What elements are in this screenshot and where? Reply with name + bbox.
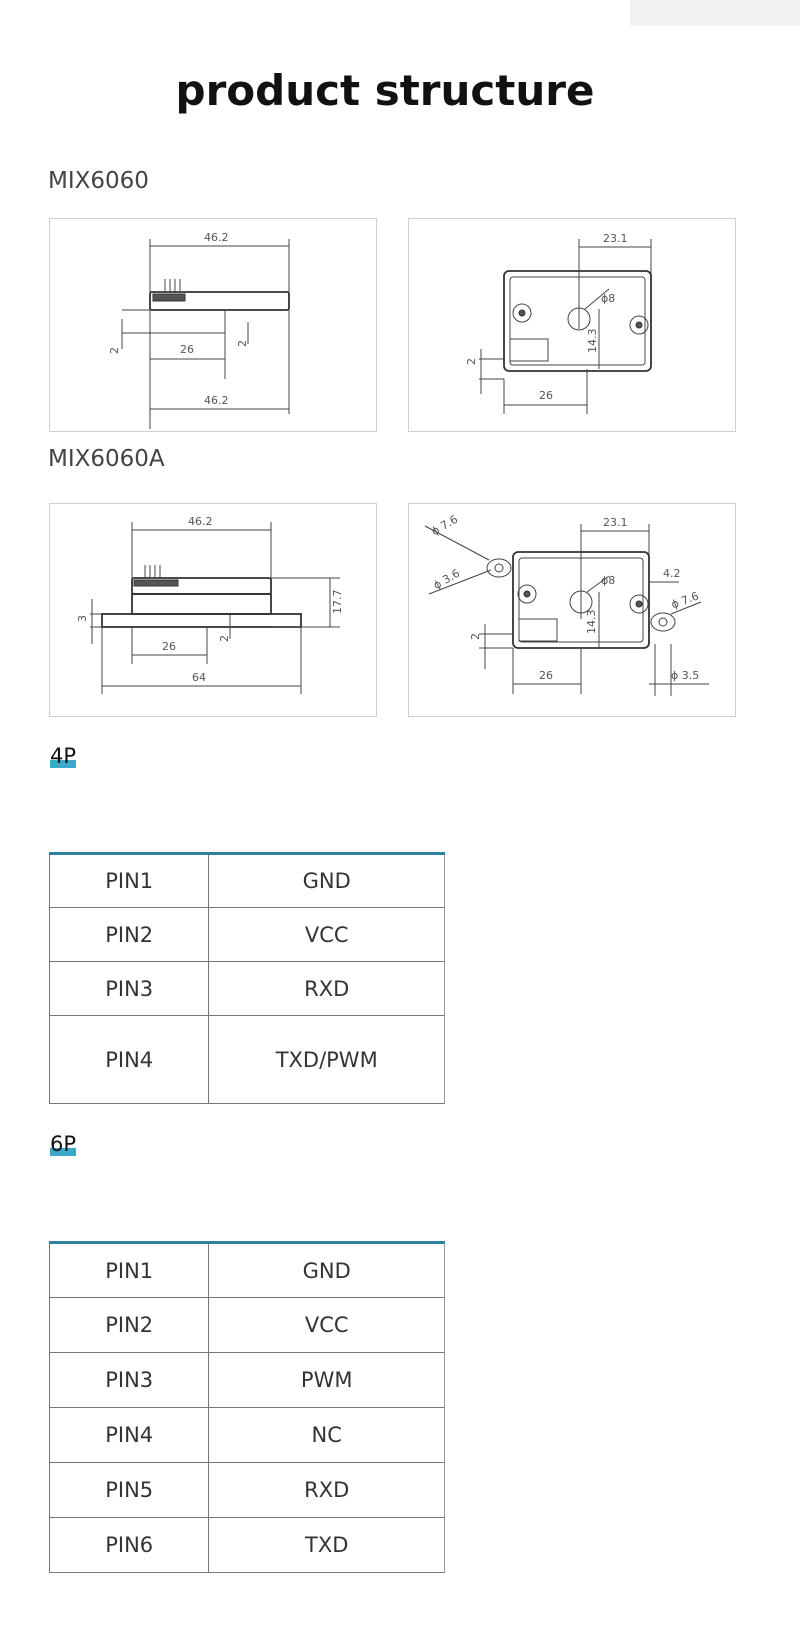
signal-cell: RXD [208,961,445,1016]
model-name-mix6060: MIX6060 [48,168,149,194]
mix6060-side-h2: 2 [236,340,249,347]
mix6060-front-h-dim: 26 [539,389,553,402]
signal-cell: GND [208,852,445,908]
signal-cell: VCC [208,1297,445,1353]
model-name-mix6060a: MIX6060A [48,446,165,472]
pin-table-6p: PIN1 GND PIN2 VCC PIN3 PWM PIN4 NC PIN5 … [48,1241,445,1573]
signal-cell: GND [208,1241,445,1298]
mix6060-side-h1: 2 [108,347,121,354]
pin-cell: PIN1 [48,852,210,908]
mix6060a-front-h1: 2 [469,633,482,640]
page-title: product structure [175,66,595,115]
mix6060a-side-drawing: 46.2 17.7 3 2 26 64 [49,503,377,717]
table-row: PIN4 TXD/PWM [48,1015,445,1104]
mix6060a-side-h1: 3 [76,615,89,622]
mix6060a-front-h-dim: 26 [539,669,553,682]
table-row: PIN3 PWM [48,1352,445,1408]
pin-cell: PIN4 [48,1407,210,1463]
pin-cell: PIN5 [48,1462,210,1518]
mix6060-front-drawing: 23.1 ϕ8 14.3 26 2 [408,218,736,432]
pin-cell: PIN6 [48,1517,210,1573]
mix6060a-side-mid-dim: 26 [162,640,176,653]
table-row: PIN5 RXD [48,1462,445,1518]
mix6060-side-drawing: 46.2 2 2 26 46.2 [49,218,377,432]
mix6060-side-bottom-dim: 46.2 [204,394,229,407]
table-row: PIN1 GND [48,1241,445,1298]
pin-cell: PIN1 [48,1241,210,1298]
mix6060a-side-v-dim: 17.7 [331,590,344,615]
mix6060a-side-top-dim: 46.2 [188,515,213,528]
table-row: PIN2 VCC [48,907,445,962]
table-row: PIN6 TXD [48,1517,445,1573]
mix6060-front-h1: 2 [465,358,478,365]
mix6060a-front-ear1: ϕ 7.6 [429,513,460,538]
mix6060a-front-v-dim: 14.3 [585,610,598,635]
mix6060a-front-top-dim: 23.1 [603,516,628,529]
top-bar [630,0,800,26]
mix6060a-front-r1: 4.2 [663,567,681,580]
mix6060-side-top-dim: 46.2 [204,231,229,244]
section-label-6p: 6P [50,1132,77,1156]
signal-cell: TXD [208,1517,445,1573]
table-row: PIN3 RXD [48,961,445,1016]
section-label-4p: 4P [50,744,77,768]
mix6060-side-mid-dim: 26 [180,343,194,356]
table-row: PIN1 GND [48,852,445,908]
pin-cell: PIN3 [48,961,210,1016]
pin-table-4p: PIN1 GND PIN2 VCC PIN3 RXD PIN4 TXD/PWM [48,852,445,1104]
mix6060-front-v-dim: 14.3 [586,329,599,354]
mix6060a-front-hole: ϕ8 [601,574,615,587]
mix6060-front-top-dim: 23.1 [603,232,628,245]
mix6060a-side-h2: 2 [218,635,231,642]
signal-cell: RXD [208,1462,445,1518]
mix6060a-front-r3: ϕ 3.5 [671,669,699,682]
mix6060a-front-ear2: ϕ 3.6 [431,567,462,592]
pin-cell: PIN2 [48,1297,210,1353]
table-row: PIN4 NC [48,1407,445,1463]
pin-cell: PIN2 [48,907,210,962]
signal-cell: NC [208,1407,445,1463]
pin-cell: PIN3 [48,1352,210,1408]
label-text: 6P [50,1132,77,1156]
pin-cell: PIN4 [48,1015,210,1104]
mix6060a-side-bottom-dim: 64 [192,671,206,684]
signal-cell: TXD/PWM [208,1015,445,1104]
table-row: PIN2 VCC [48,1297,445,1353]
label-text: 4P [50,744,77,768]
mix6060-front-hole: ϕ8 [601,292,615,305]
signal-cell: PWM [208,1352,445,1408]
signal-cell: VCC [208,907,445,962]
mix6060a-front-drawing: 23.1 ϕ8 14.3 ϕ 7.6 ϕ 3.6 4.2 ϕ 7.6 ϕ 3.5… [408,503,736,717]
